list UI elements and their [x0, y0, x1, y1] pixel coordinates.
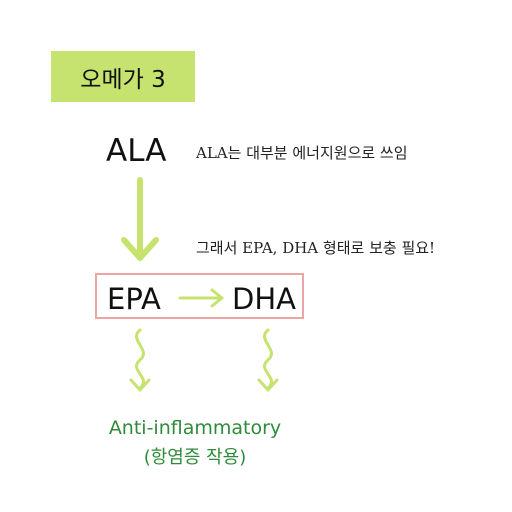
epa-label: EPA: [107, 282, 161, 316]
epa-dha-box: [95, 273, 304, 319]
result-label: Anti-inflammatory: [108, 417, 282, 439]
ala-note: ALA는 대부분 에너지원으로 쓰임: [196, 144, 408, 162]
wavy-arrow-epa: [129, 328, 151, 392]
down-arrow: [121, 177, 159, 261]
page-title: 오메가 3: [80, 66, 166, 93]
ala-label: ALA: [106, 133, 167, 169]
wavy-arrow-dha: [257, 328, 279, 392]
result-sublabel: (항염증 작용): [143, 447, 247, 468]
right-arrow: [178, 288, 224, 308]
supplement-note: 그래서 EPA, DHA 형태로 보충 필요!: [196, 239, 436, 257]
title-background: [51, 51, 195, 102]
dha-label: DHA: [232, 282, 296, 316]
